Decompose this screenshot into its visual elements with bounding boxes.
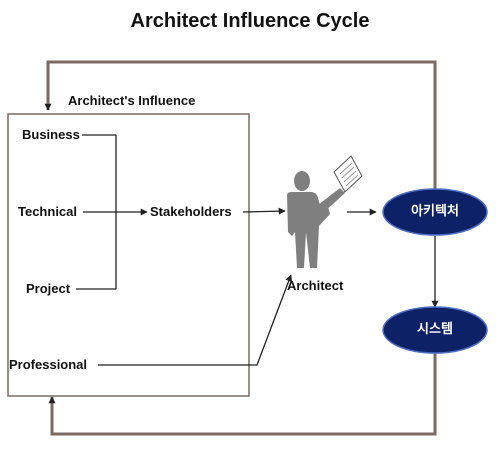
professional-to-architect-arrow [98, 274, 293, 366]
project-label: Project [26, 281, 71, 296]
business-label: Business [22, 127, 80, 142]
stakeholders-to-architect-arrow [242, 207, 286, 215]
architecture-label: 아키텍처 [411, 204, 459, 219]
diagram-title: Architect Influence Cycle [130, 10, 370, 32]
professional-label: Professional [9, 357, 88, 372]
feedback-loop-bottom [48, 345, 437, 436]
feedback-loop-top [44, 60, 437, 215]
architecture-ellipse [382, 188, 488, 236]
architect-label: Architect [287, 278, 344, 293]
person-holding-document-icon [287, 155, 363, 268]
technical-label: Technical [18, 204, 78, 219]
system-ellipse [382, 306, 488, 354]
influence-box [7, 113, 250, 397]
system-label: 시스템 [417, 322, 453, 337]
stakeholders-label: Stakeholders [150, 204, 232, 219]
influence-box-title: Architect's Influence [68, 93, 196, 108]
